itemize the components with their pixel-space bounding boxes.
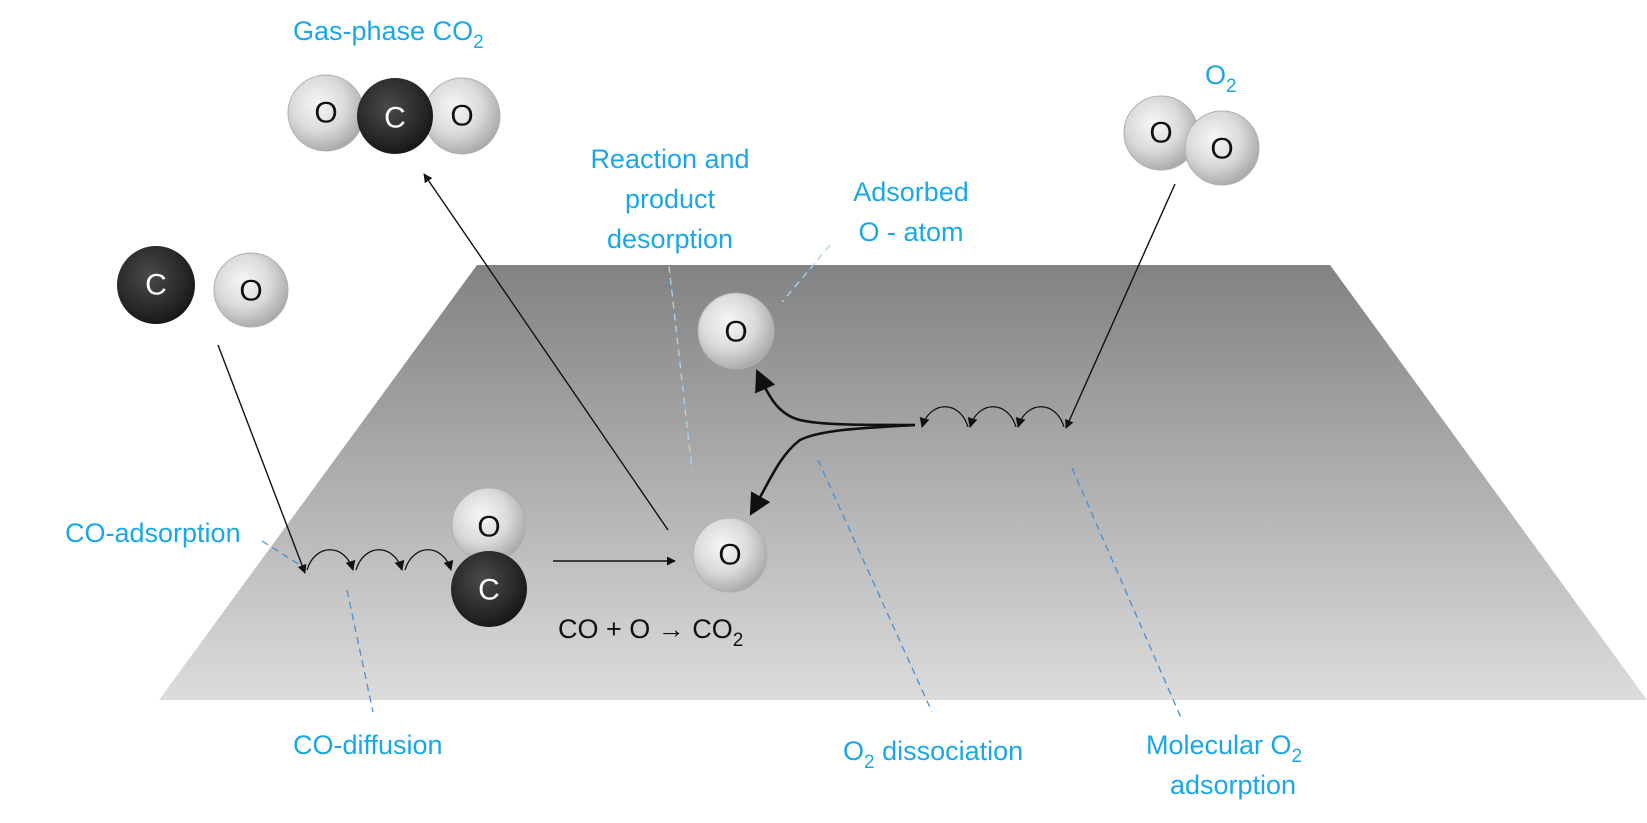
label-co-adsorption: CO-adsorption: [65, 518, 241, 548]
co-adsorption-arrow: [217, 344, 307, 574]
leader-co-diffusion: [346, 589, 374, 713]
label-line: Adsorbed: [853, 177, 969, 207]
adsorbed-o-atom-upper: O: [697, 292, 775, 370]
reaction-equation: CO + O → CO2: [558, 614, 743, 651]
co2-desorption-arrow: [423, 173, 669, 531]
atom-label: O: [314, 97, 337, 130]
leader-co-adsorption: [261, 540, 301, 566]
label-reaction-desorption: Reaction and product desorption: [590, 144, 749, 254]
catalyst-surface: [159, 265, 1647, 700]
label-molecular-o2-adsorption: Molecular O2 adsorption: [1146, 730, 1302, 800]
carbon-atom: [451, 551, 527, 627]
label-line: Reaction and: [590, 144, 749, 174]
label-gas-phase-co2: Gas-phase CO2: [293, 16, 484, 53]
oxygen-atom: [697, 292, 775, 370]
oxygen-atom: [692, 517, 768, 593]
oxygen-atom: [1184, 110, 1260, 186]
leader-reaction: [668, 265, 693, 471]
o2-dissociation-arrows: [749, 368, 916, 516]
label-o2: O2: [1205, 60, 1237, 97]
adsorbed-o-atom-lower: O: [692, 517, 768, 593]
atom-label: O: [450, 100, 473, 133]
o2-surface-hops: [919, 406, 1065, 428]
adsorbed-co-molecule: O C: [451, 487, 527, 627]
atom-label: C: [145, 269, 167, 302]
label-line: Molecular O2: [1146, 730, 1302, 767]
o2-adsorption-arrow: [1065, 183, 1176, 429]
leader-molecular-o2: [1071, 467, 1183, 721]
atom-label: C: [478, 574, 500, 607]
atom-label: O: [718, 539, 741, 572]
gas-phase-co2-molecule: O O C: [287, 74, 501, 155]
atom-label: O: [239, 275, 262, 308]
carbon-atom: [357, 78, 433, 154]
label-line: adsorption: [1170, 770, 1296, 800]
label-o2-dissociation: O2 dissociation: [843, 736, 1023, 773]
leader-adsorbed-o: [781, 244, 831, 303]
atom-label: O: [1210, 133, 1233, 166]
atom-label: O: [477, 511, 500, 544]
atom-label: O: [1149, 117, 1172, 150]
gas-phase-o2-molecule: O O: [1123, 95, 1260, 186]
carbon-atom: [117, 246, 195, 324]
oxygen-atom: [213, 252, 289, 328]
co-diffusion-hops: [306, 549, 454, 571]
label-line: product: [625, 184, 716, 214]
label-line: O - atom: [858, 217, 963, 247]
atom-label: O: [724, 316, 747, 349]
leader-o2-dissociation: [817, 459, 933, 713]
label-line: desorption: [607, 224, 733, 254]
label-co-diffusion: CO-diffusion: [293, 730, 443, 760]
incoming-co-molecule: C O: [117, 246, 289, 328]
atom-label: C: [384, 102, 406, 135]
label-adsorbed-o-atom: Adsorbed O - atom: [853, 177, 969, 247]
